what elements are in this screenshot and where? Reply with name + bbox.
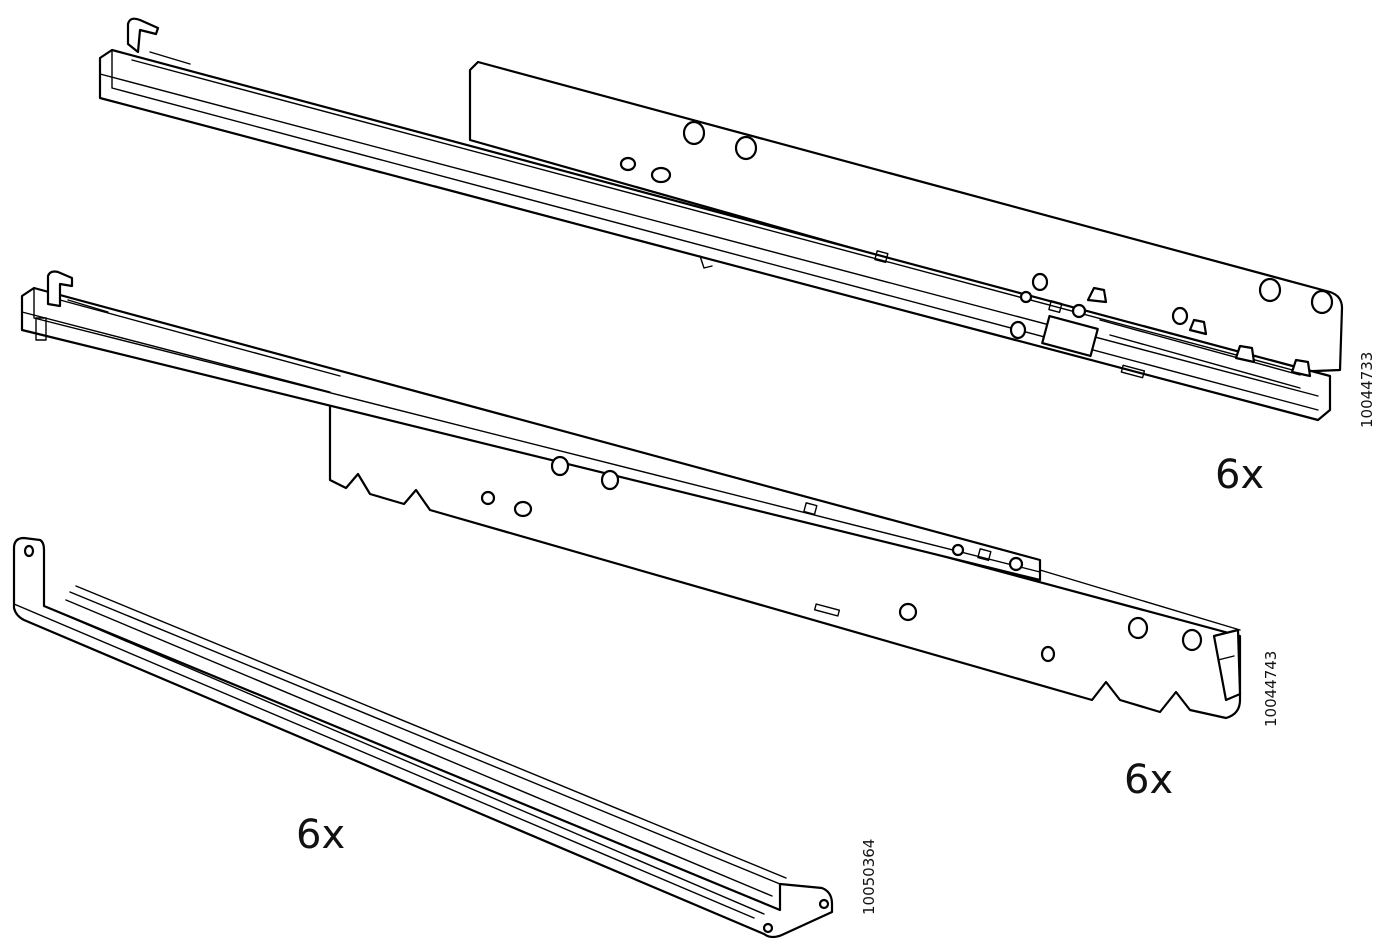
drawer-rail-upper [98,17,1344,422]
quantity-label-support-bar: 6x [296,812,346,858]
article-number-support-bar: 10050364 [860,838,878,915]
quantity-label-middle-rail: 6x [1124,757,1174,803]
article-number-upper-rail: 10044733 [1358,351,1376,428]
drawer-rail-middle [20,270,1242,720]
quantity-label-upper-rail: 6x [1215,452,1265,498]
article-number-middle-rail: 10044743 [1262,650,1280,727]
support-bar [12,536,834,939]
